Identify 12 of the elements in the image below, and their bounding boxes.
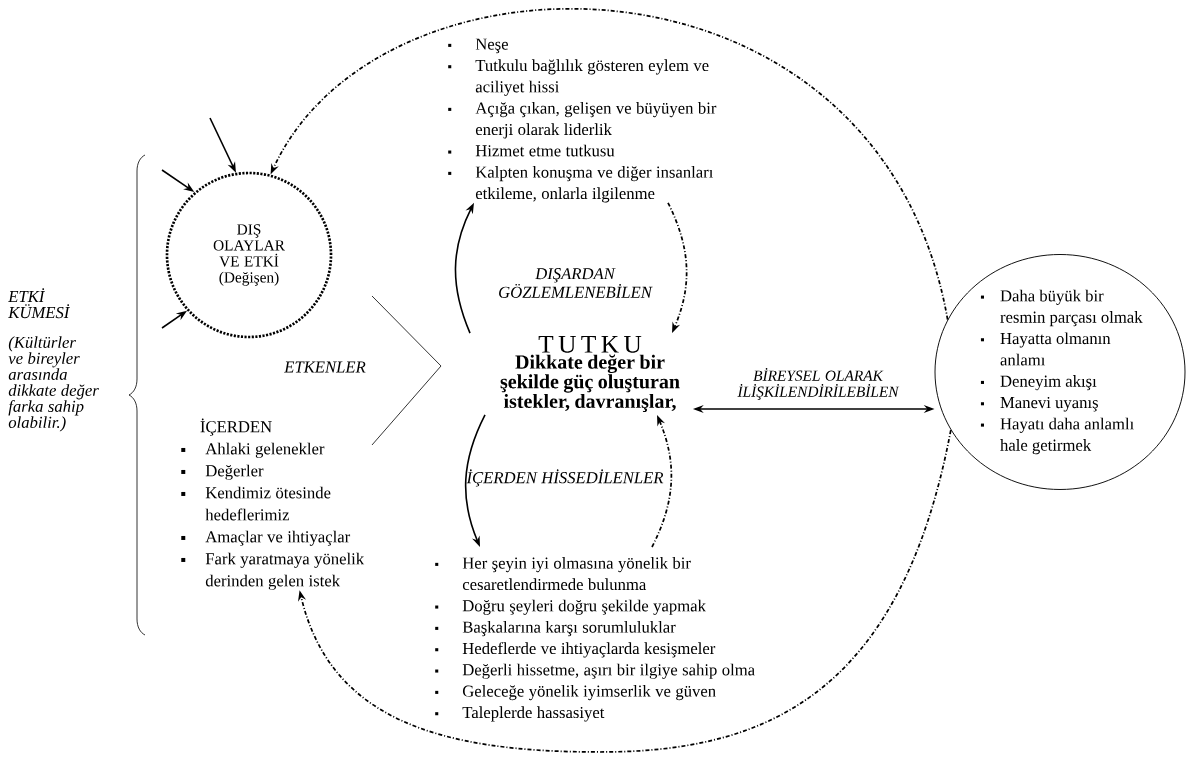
center-text: T U T K U Dikkate değer bir şekilde güç oluşturan istekler, davranışlar,	[500, 336, 680, 412]
arrow	[298, 429, 952, 753]
bullet-list: Neşe Tutkulu bağlılık gösteren eylem ve aciliyet hissi Açığa çıkan, gelişen ve büyüyen bir enerji olarak liderlik Hizmet etme tutkusu Kalpten konuşma ve diğer insanları etkileme, onlarla ilgilenme	[448, 38, 717, 203]
italic-label: DIŞARDAN GÖZLEMLENEBİLEN	[499, 268, 653, 298]
bullet-list: Her şeyin iyi olmasına yönelik bir cesaretlendirmede bulunma Doğru şeyleri doğru şekilde yapmak Başkalarına karşı sorumluluklar Hedeflerde ve ihtiyaçlarda kesişmeler Değerli hissetme, aşırı bir ilgiye sahip olma Geleceğe yönelik iyimserlik ve güven Taleplerde hassasiyet	[435, 557, 755, 722]
italic-label: ETKENLER	[284, 361, 366, 373]
arrow	[270, 8, 949, 321]
italic-label: ETKİ KÜMESİ	[8, 288, 71, 319]
italic-label: (Kültürler ve bireyler arasında dikkate değer farka sahip olabilir.)	[8, 336, 99, 432]
italic-label: İÇERDEN HİSSEDİLENLER	[466, 469, 664, 487]
bullet-list: İÇERDEN Ahlaki gelenekler Değerler Kendimiz ötesinde hedeflerimiz Amaçlar ve ihtiyaçlar Fark yaratmaya yönelik derinden gelen istek	[181, 418, 365, 590]
edge-label: BİREYSEL OLARAK İLİŞKİLENDİRİLEBİLEN	[737, 368, 900, 400]
